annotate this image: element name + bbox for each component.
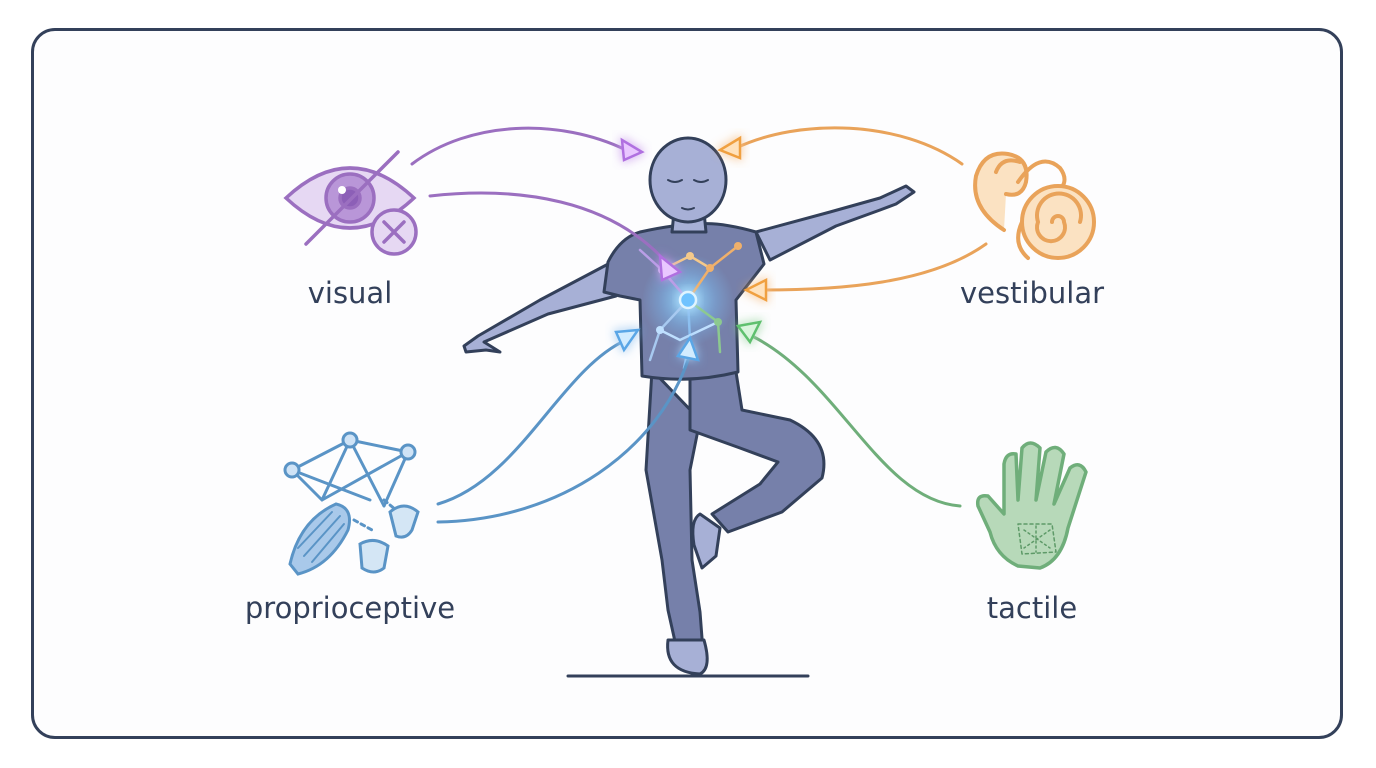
vestibular-arrows (734, 126, 988, 292)
tactile-label: tactile (987, 591, 1077, 625)
vestibular-arrowhead-chest (743, 277, 768, 303)
proprioceptive-arrows (436, 338, 692, 524)
proprioceptive-label: proprioceptive (245, 591, 455, 625)
muscle-joint-network-icon (283, 431, 420, 576)
head (648, 136, 728, 224)
crossed-out-eye-icon (283, 150, 418, 256)
bent-leg (688, 370, 826, 534)
inner-ear-icon (973, 151, 1096, 260)
visual-label: visual (308, 276, 393, 310)
visual-arrowhead-top (620, 137, 645, 162)
tactile-arrowhead (735, 320, 763, 345)
visual-arrowhead-chest (658, 253, 683, 282)
visual-arrows (410, 126, 668, 264)
proprioceptive-arrowhead-2 (675, 335, 700, 362)
bent-foot (691, 512, 722, 570)
standing-foot (666, 638, 709, 676)
proprioceptive-arrowhead-1 (614, 328, 641, 353)
balancing-figure (462, 136, 916, 676)
left-arm (462, 260, 618, 354)
right-arm (754, 184, 916, 262)
tactile-arrow (750, 334, 962, 508)
vestibular-arrowhead-top (717, 135, 742, 160)
vestibular-label: vestibular (960, 276, 1104, 310)
hand-icon (975, 441, 1088, 570)
closed-eyes (667, 179, 709, 211)
